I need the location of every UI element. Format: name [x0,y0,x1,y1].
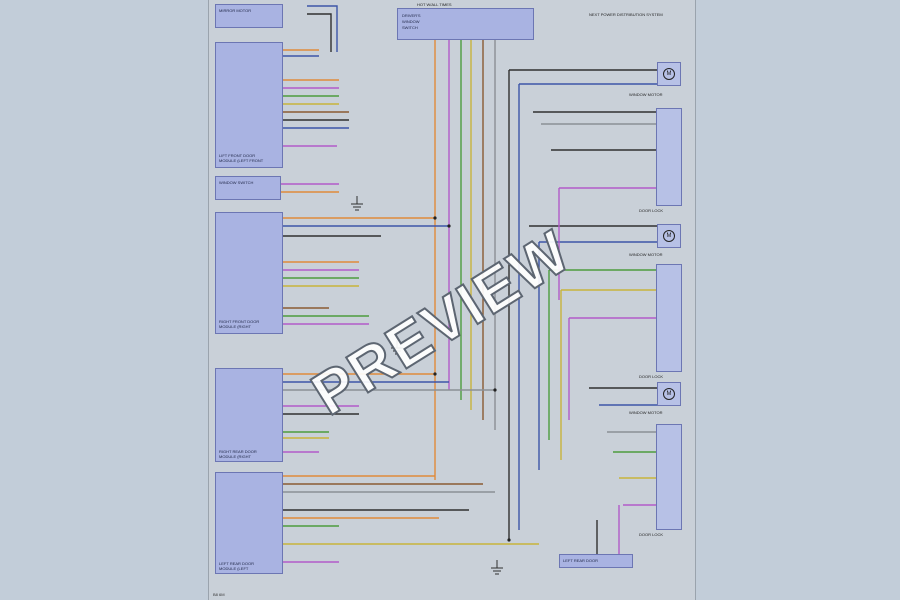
mirror-motor-block: MIRROR MOTOR [215,4,283,28]
module-1-line-1: LIFT FRONT DOOR [219,153,256,158]
module-2-line-1: RIGHT FRONT DOOR [219,319,260,324]
module-4-line-2: MODULE (LEFT [219,566,249,571]
top-connector-line-3: SWITCH [402,25,418,30]
page-number: B8 6M [213,592,225,597]
bottom-module-line-1: LEFT REAR DOOR [563,558,599,563]
window-switch-block: WINDOW SWITCH [215,176,281,200]
door-lock-switch-1 [656,108,682,206]
left-front-door-module: LIFT FRONT DOOR MODULE (LEFT FRONT [215,42,283,168]
right-rear-door-module: RIGHT REAR DOOR MODULE (RIGHT [215,368,283,462]
left-label-2: WINDOW SWITCH [219,180,254,185]
module-2-line-2: MODULE (RIGHT [219,324,251,329]
motor-symbol: M [663,68,675,80]
door-lock-switch-3 [656,424,682,530]
wiring-diagram-sheet: DRIVER'S WINDOW SWITCH HOT W/ALL TIMES N… [208,0,696,600]
right-label-5: WINDOW MOTOR [629,410,663,415]
right-label-1: WINDOW MOTOR [629,92,663,97]
door-lock-switch-2 [656,264,682,372]
module-4-line-1: LEFT REAR DOOR [219,561,255,566]
window-motor-1: M [657,62,681,86]
right-front-door-module: RIGHT FRONT DOOR MODULE (RIGHT [215,212,283,334]
top-connector-title: HOT W/ALL TIMES [417,2,452,7]
bottom-connector: LEFT REAR DOOR [559,554,633,568]
right-label-3: WINDOW MOTOR [629,252,663,257]
top-connector-line-2: WINDOW [402,19,420,24]
left-rear-door-module: LEFT REAR DOOR MODULE (LEFT [215,472,283,574]
top-connector-line-1: DRIVER'S [402,13,421,18]
right-label-4: DOOR LOCK [639,374,664,379]
top-connector-box: DRIVER'S WINDOW SWITCH [397,8,534,40]
right-label-2: DOOR LOCK [639,208,664,213]
motor-symbol: M [663,230,675,242]
window-motor-3: M [657,382,681,406]
right-label-6: DOOR LOCK [639,532,664,537]
module-3-line-2: MODULE (RIGHT [219,454,251,459]
window-motor-2: M [657,224,681,248]
top-right-note: NEXT POWER DISTRIBUTION SYSTEM [589,12,663,17]
module-3-line-1: RIGHT REAR DOOR [219,449,257,454]
left-label-1: MIRROR MOTOR [219,8,252,13]
wire-layer [279,5,657,575]
module-1-line-2: MODULE (LEFT FRONT [219,158,264,163]
motor-symbol: M [663,388,675,400]
